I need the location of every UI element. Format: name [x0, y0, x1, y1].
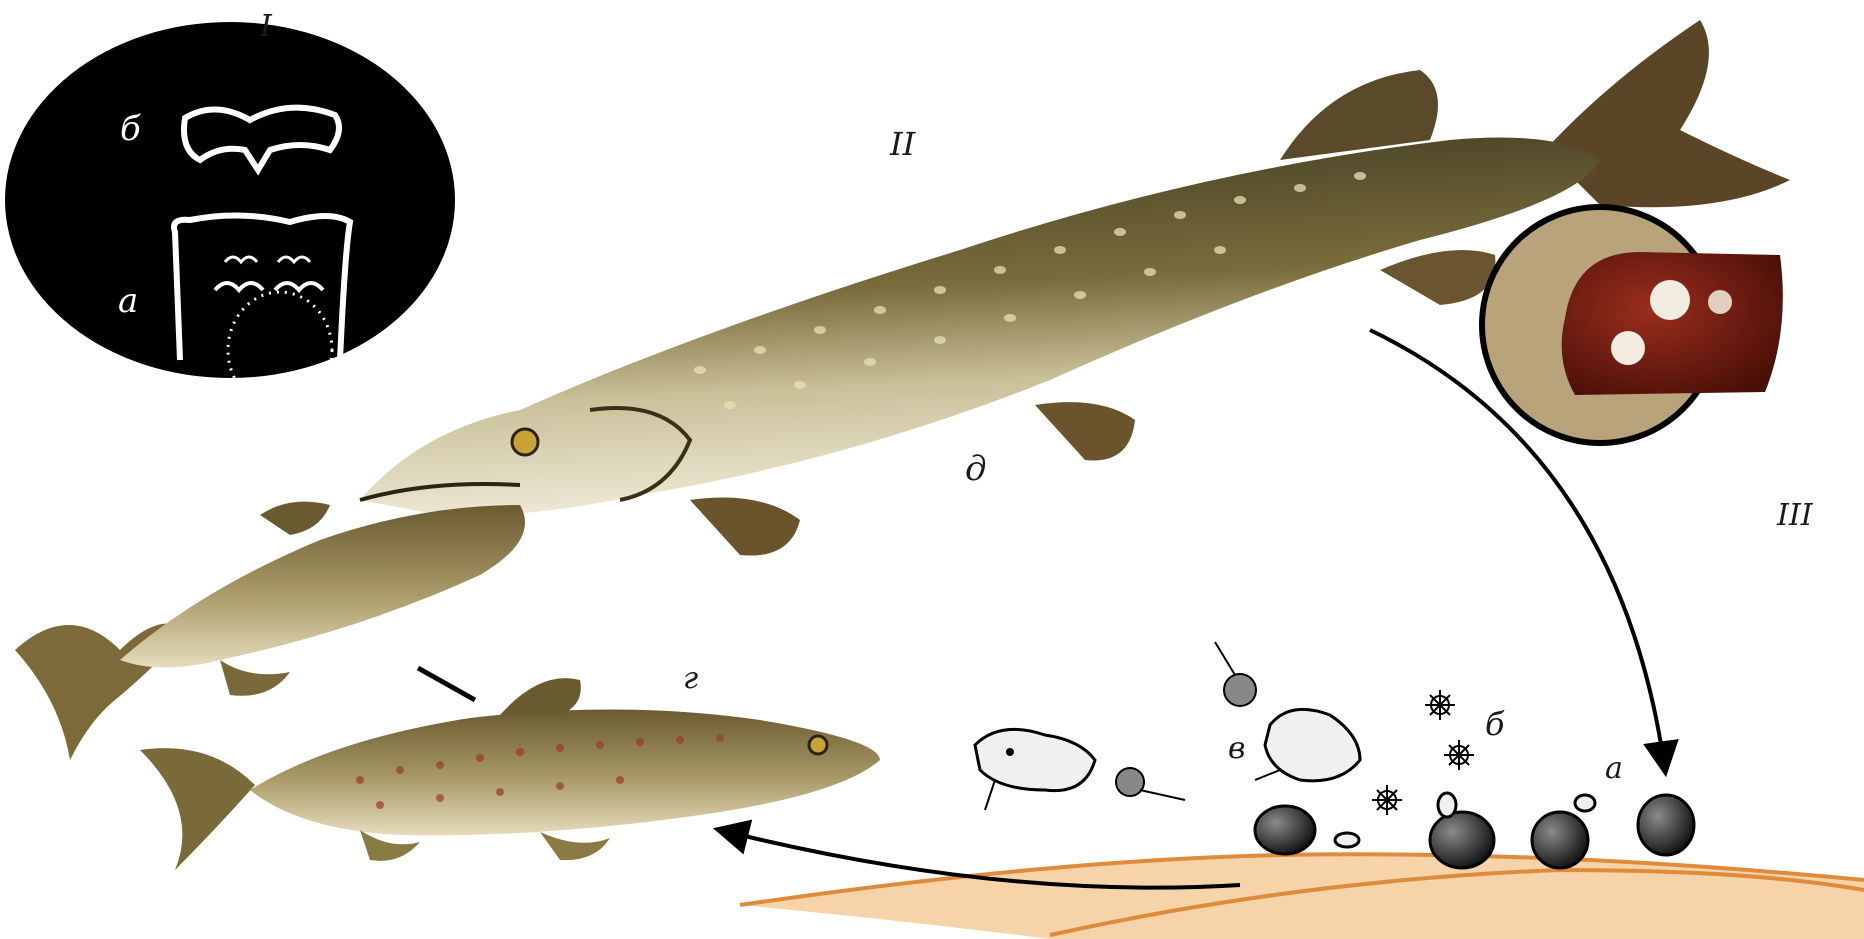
inset-a-label: а: [118, 281, 138, 321]
coracidium-b-label: б: [1485, 705, 1505, 743]
copepod-left-body: [975, 729, 1095, 790]
inset-i-head-detail: I б а: [5, 9, 455, 408]
inset-b-label: б: [120, 109, 141, 149]
coracidium-2: [1444, 740, 1474, 770]
coracidium-1: [1425, 690, 1455, 720]
prey-dorsal-fin: [260, 502, 330, 535]
roman-two-label: II: [889, 125, 917, 163]
copepod-right-leg: [1255, 770, 1280, 780]
cyst-spot-1: [1650, 280, 1690, 320]
trout-eye: [809, 736, 827, 754]
pike-eye: [512, 429, 538, 455]
plerocercoid-cyst: [1562, 252, 1783, 395]
inset-i-background: [5, 22, 455, 378]
inset-iii-plerocercoid: III: [1482, 207, 1814, 533]
copepod-left-antenna: [1140, 790, 1185, 800]
egg-a-label: а: [1605, 751, 1623, 786]
copepod-left-eye: [1006, 748, 1014, 756]
copepod-right-antenna: [1215, 642, 1235, 675]
copepod-v-label: в: [1228, 731, 1245, 766]
egg-1-cap: [1335, 833, 1359, 847]
copepod-right: в: [1215, 642, 1360, 781]
roman-three-label: III: [1776, 498, 1814, 533]
prey-trout-in-mouth: [15, 502, 525, 760]
prey-body: [120, 505, 525, 668]
cyst-spot-2: [1611, 331, 1645, 365]
copepod-left: [975, 729, 1185, 810]
copepod-right-egg-sac: [1224, 674, 1256, 706]
copepod-left-leg: [985, 780, 995, 810]
trout-tail-fin: [140, 748, 255, 870]
egg-3-cap: [1575, 795, 1595, 811]
egg-4: [1638, 795, 1694, 855]
pike-d-label: д: [965, 449, 987, 489]
coracidium-3: [1372, 785, 1402, 815]
egg-3: [1532, 812, 1588, 868]
pike-pelvic-fin: [1035, 402, 1135, 460]
trout-anal-fin: [540, 832, 610, 860]
pike-pectoral-fin: [690, 498, 800, 556]
trout-body: [250, 709, 880, 835]
coracidia: [1372, 690, 1474, 815]
roman-one-label: I: [259, 9, 273, 44]
prey-anal-fin: [220, 660, 290, 696]
egg-2: [1430, 812, 1494, 868]
copepod-left-egg-sac: [1116, 768, 1144, 796]
trout-g-label: г: [683, 661, 698, 696]
separator-dash: [418, 668, 475, 700]
egg-1: [1255, 806, 1315, 854]
pike-anal-fin: [1380, 250, 1495, 305]
trout-dorsal-fin: [500, 678, 581, 715]
egg-2-cap: [1438, 793, 1456, 817]
cyst-spot-3: [1708, 290, 1732, 314]
